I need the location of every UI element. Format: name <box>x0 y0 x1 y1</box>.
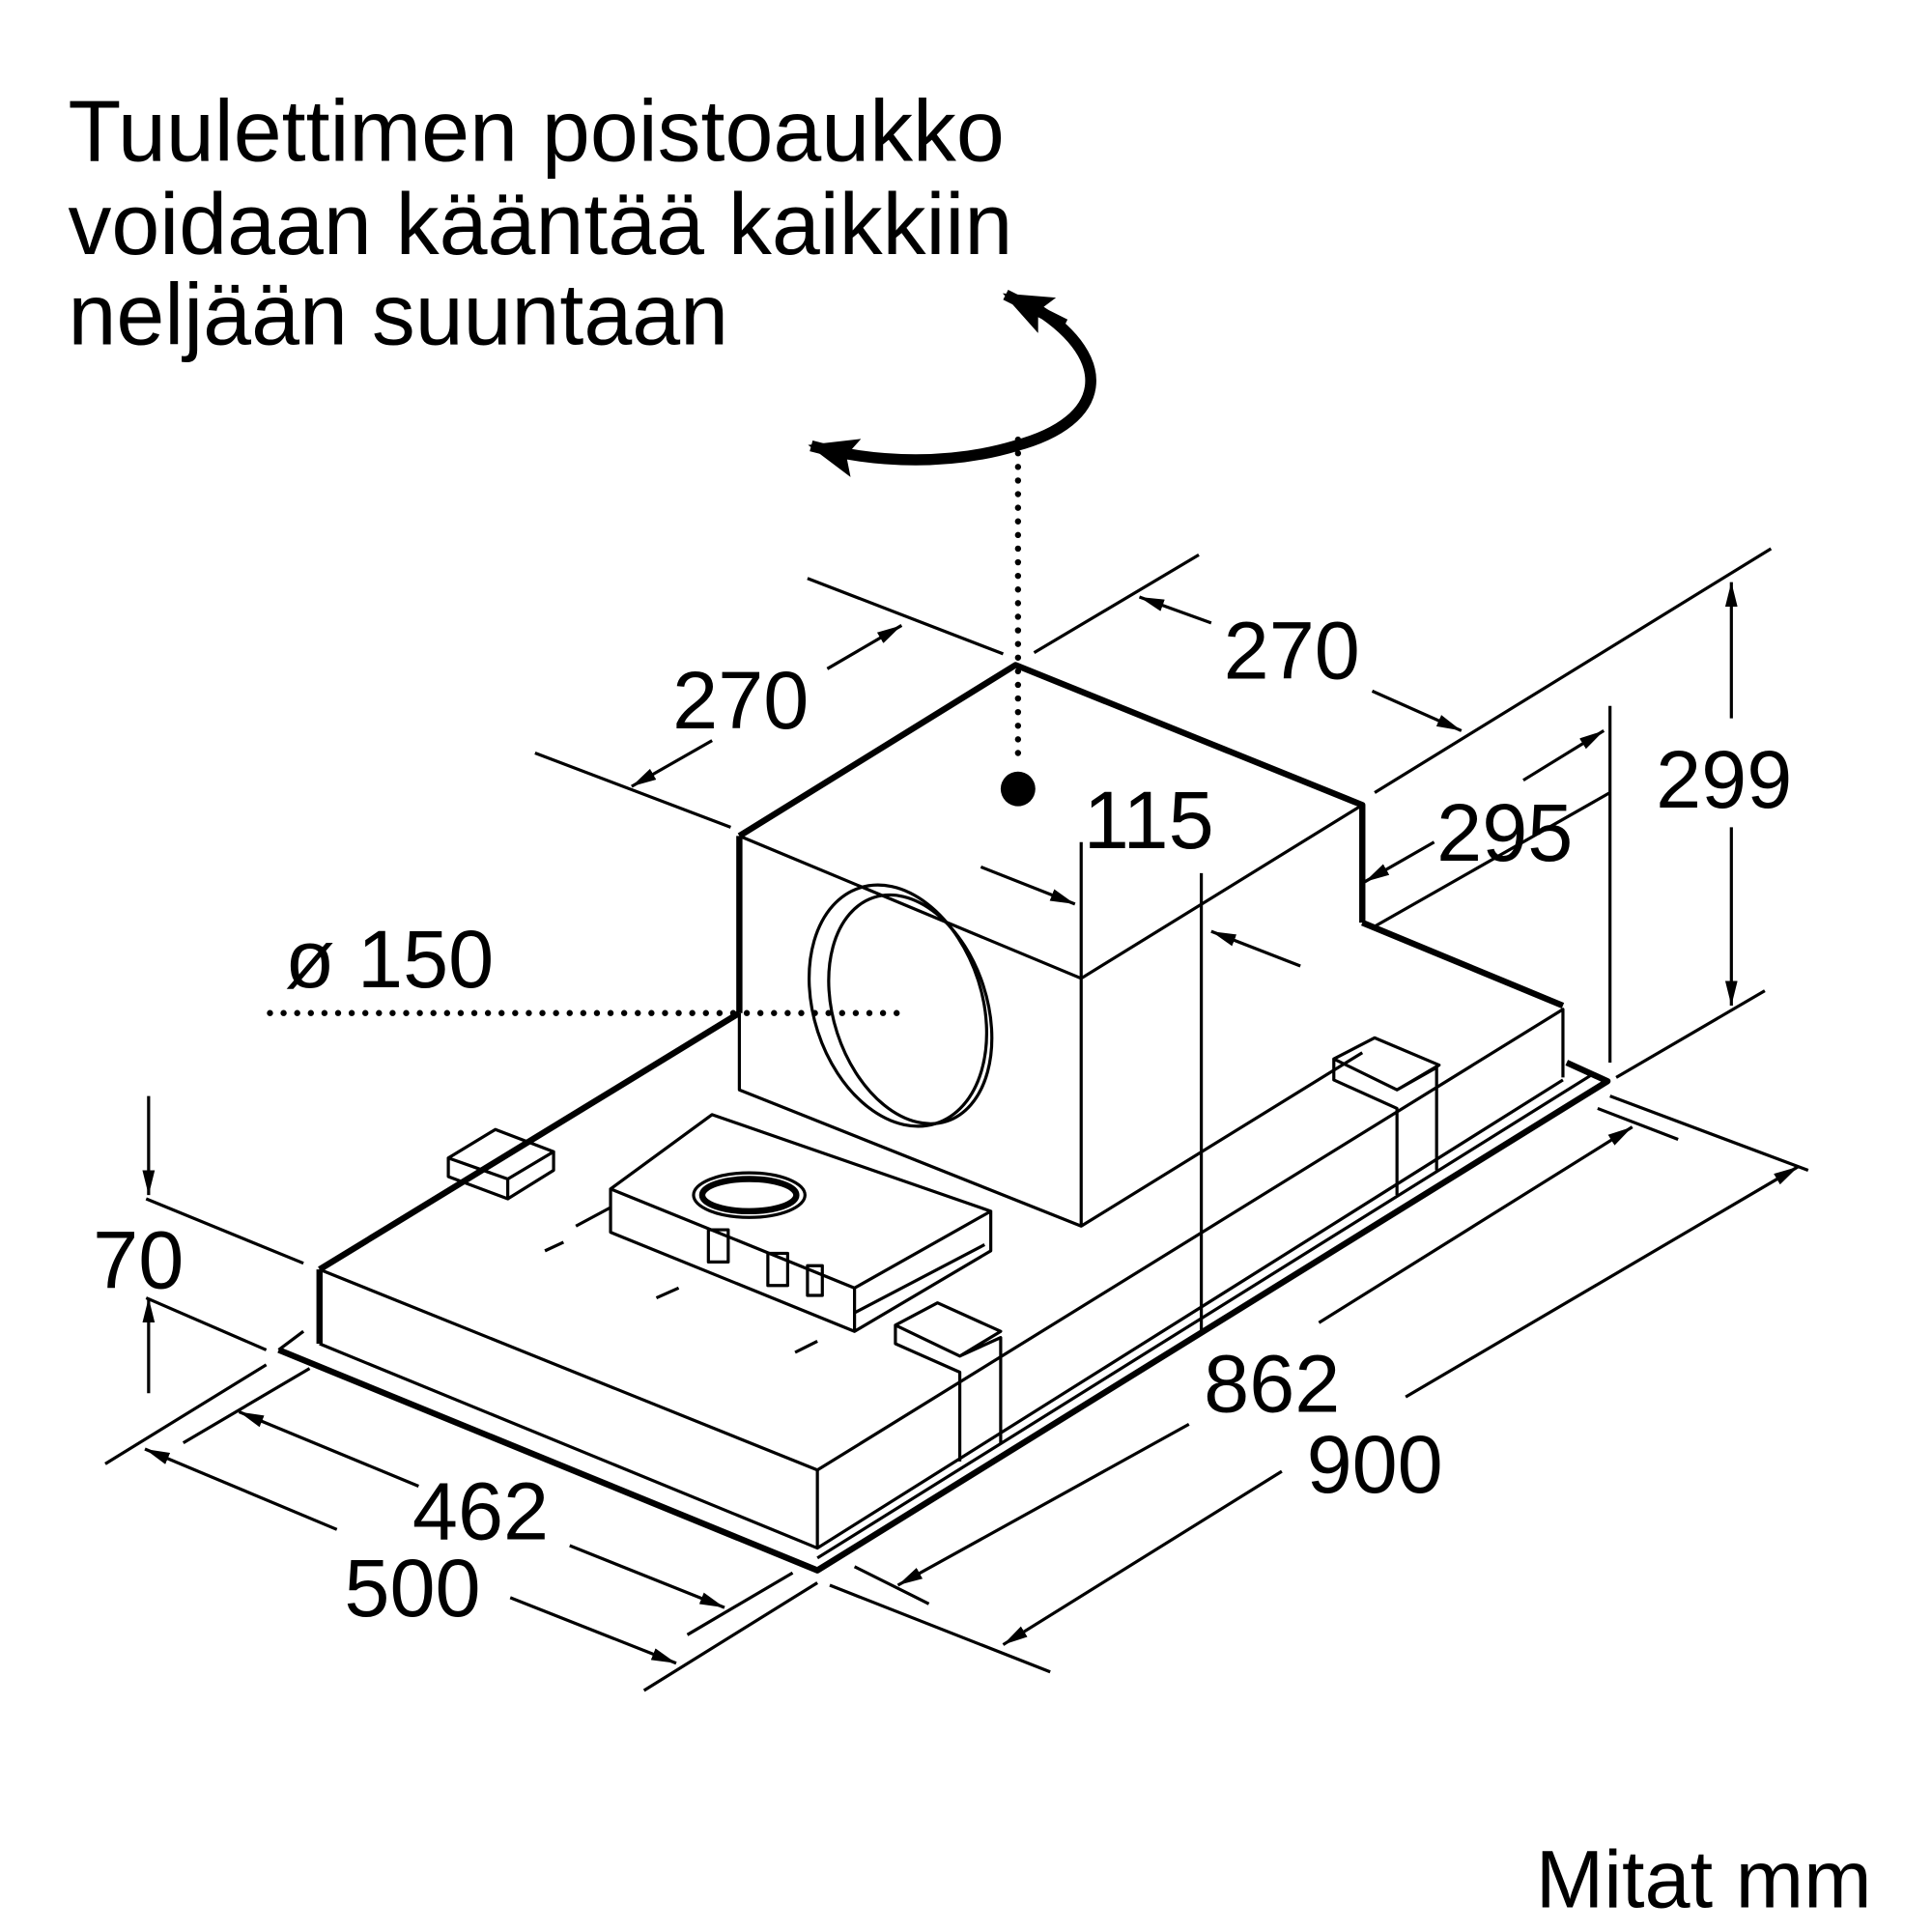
dimension-labels: 270 270 115 295 299 ø 150 70 862 900 462… <box>93 605 1792 1634</box>
rotation-note: Tuulettimen poistoaukko voidaan kääntää … <box>69 84 1013 364</box>
units-label: Mitat mm <box>1536 1833 1872 1924</box>
dim-diameter-150: ø 150 <box>285 913 494 1005</box>
dim-462: 462 <box>412 1465 549 1557</box>
dim-295: 295 <box>1436 786 1573 878</box>
dim-900: 900 <box>1307 1418 1443 1510</box>
outlet-marker <box>1000 771 1036 807</box>
note-line-1: Tuulettimen poistoaukko <box>69 84 1005 181</box>
dim-500: 500 <box>344 1542 480 1634</box>
rotation-arrow-icon <box>808 289 1096 477</box>
mounting-brackets <box>446 1036 1441 1462</box>
dim-270-left: 270 <box>672 654 809 746</box>
frame-edge <box>277 1073 1593 1560</box>
motor-housing <box>736 662 1366 1228</box>
note-line-2: voidaan kääntää kaikkiin <box>69 177 1013 273</box>
dim-299: 299 <box>1656 733 1792 825</box>
dim-115: 115 <box>1084 774 1214 866</box>
dimension-lines <box>104 547 1809 1692</box>
dim-270-right: 270 <box>1224 605 1360 696</box>
control-box <box>575 1113 993 1333</box>
frame-flange <box>277 1060 1611 1574</box>
dim-70: 70 <box>93 1213 184 1305</box>
dim-862: 862 <box>1204 1338 1340 1430</box>
note-line-3: neljään suuntaan <box>69 267 729 363</box>
